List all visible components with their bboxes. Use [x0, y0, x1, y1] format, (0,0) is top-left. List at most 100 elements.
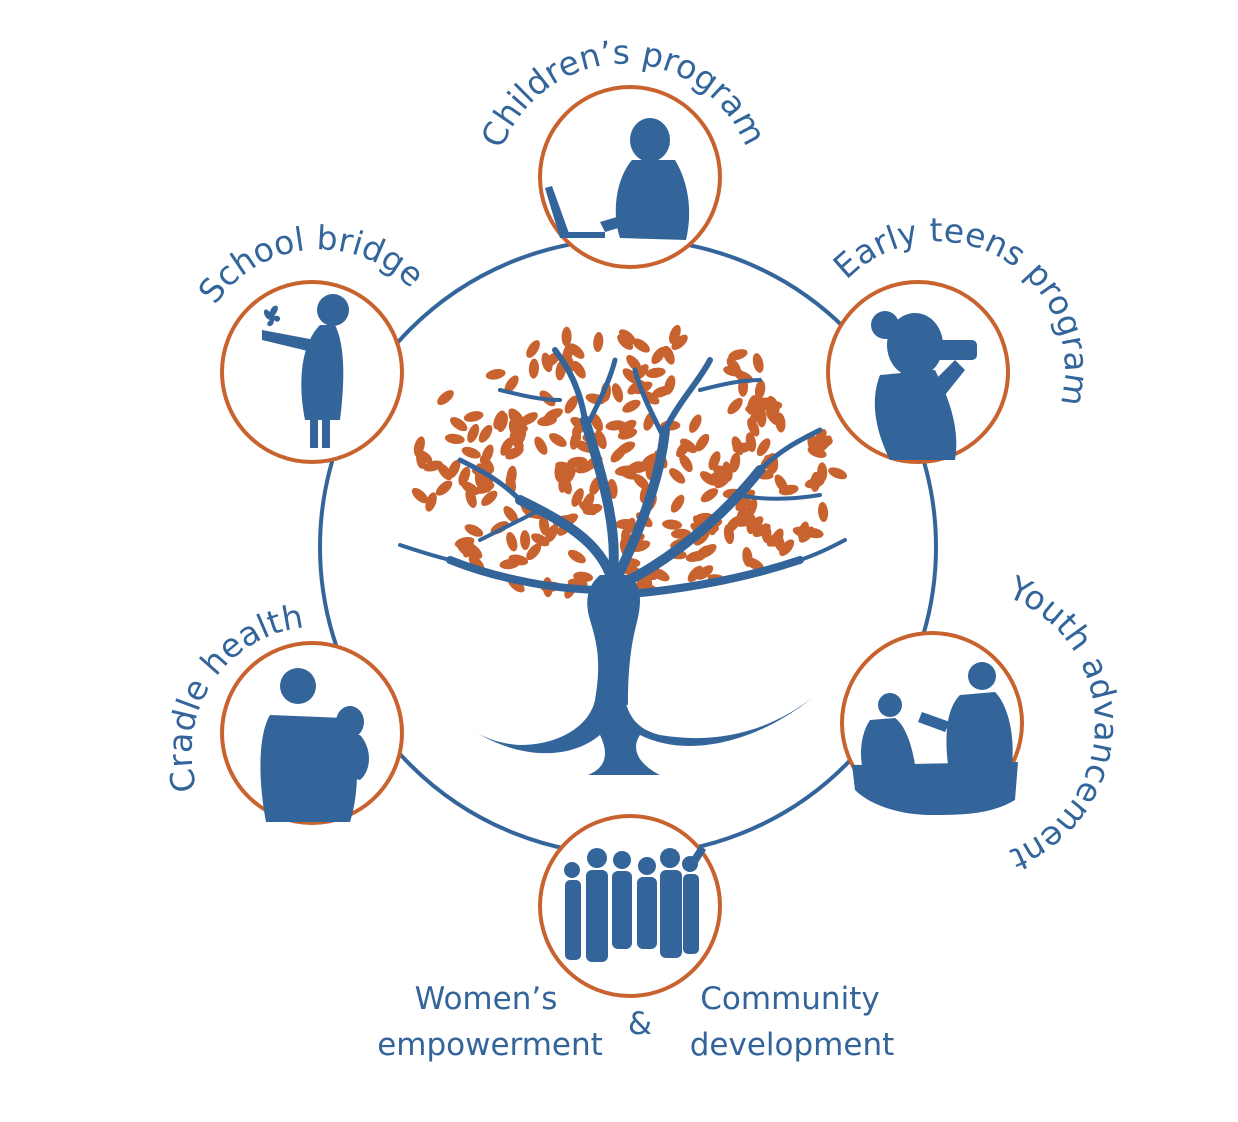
leaf: [437, 390, 454, 406]
leaf: [506, 532, 518, 552]
leaf: [708, 451, 721, 471]
leaf: [685, 550, 706, 562]
cradle-health-node: [220, 641, 404, 825]
leaf: [729, 452, 741, 473]
leaf: [528, 358, 539, 379]
leaf: [669, 468, 686, 484]
leaf: [728, 349, 748, 361]
leaf: [626, 355, 642, 372]
leaf: [545, 524, 559, 543]
womens-label-line2: empowerment: [377, 1027, 603, 1063]
leaf: [537, 415, 557, 427]
leaf: [450, 417, 468, 432]
leaf: [727, 397, 743, 415]
ampersand-label: &: [628, 1006, 652, 1042]
leaf: [670, 494, 685, 513]
early-teens-program-node: [826, 280, 1010, 464]
leaf: [563, 464, 576, 484]
leaf: [767, 395, 780, 415]
leaf: [752, 353, 764, 373]
leaf: [411, 487, 429, 504]
leaf: [807, 433, 819, 454]
leaf: [594, 430, 607, 450]
leaf: [493, 410, 506, 430]
leaf: [745, 557, 764, 571]
childrens-program-node: [538, 85, 722, 269]
leaf: [662, 519, 683, 530]
leaf: [669, 324, 681, 344]
leaf: [828, 467, 848, 480]
leaf: [747, 417, 760, 437]
leaf: [651, 346, 666, 365]
leaf: [503, 506, 519, 523]
leaf: [725, 516, 741, 533]
leaf: [564, 395, 579, 414]
leaf: [671, 334, 688, 350]
leaf: [478, 424, 493, 443]
leaf: [572, 360, 586, 379]
leaf: [816, 435, 832, 452]
leaf: [461, 446, 481, 459]
leaf: [526, 543, 542, 561]
leaf: [425, 492, 437, 512]
leaf: [633, 473, 650, 490]
leaf: [567, 456, 588, 468]
leaf: [541, 352, 553, 373]
leaf: [754, 379, 766, 400]
leaf: [714, 473, 732, 489]
leaf: [464, 524, 484, 537]
leaf: [435, 480, 453, 496]
leaf: [695, 433, 710, 452]
leaf: [696, 565, 714, 580]
leaf: [513, 428, 527, 448]
leaf: [689, 414, 702, 433]
community-label-line1: Community: [700, 981, 879, 1017]
leaf: [444, 433, 465, 445]
leaf: [778, 484, 799, 496]
leaf: [726, 357, 741, 375]
leaf: [615, 518, 636, 530]
leaf: [520, 530, 531, 551]
leaf: [779, 539, 795, 557]
leaf: [662, 345, 675, 365]
leaf: [481, 490, 498, 506]
leaf: [567, 549, 586, 564]
leaf: [485, 369, 506, 380]
community-development-node: [538, 814, 722, 998]
leaf: [624, 461, 643, 475]
youth-advancement-node: [840, 631, 1024, 815]
leaf: [671, 528, 691, 539]
child-with-laptop-icon: [545, 118, 690, 240]
leaf: [803, 527, 824, 539]
leaf: [519, 412, 538, 426]
leaf: [475, 481, 495, 494]
group-of-people-icon: [564, 845, 706, 962]
mentor-and-student-icon: [852, 662, 1018, 815]
leaf: [746, 514, 757, 535]
leaf: [593, 332, 604, 352]
leaf: [573, 571, 594, 582]
child-with-butterfly-icon: [262, 294, 349, 448]
leaf: [622, 399, 641, 413]
leaf: [679, 454, 693, 473]
womens-label-line1: Women’s: [415, 981, 558, 1017]
leaf: [458, 466, 471, 486]
tree-of-life-icon: [398, 324, 848, 775]
leaf: [687, 565, 703, 583]
leaf: [506, 465, 517, 486]
leaf: [680, 438, 697, 454]
leaf: [416, 448, 427, 469]
leaf: [745, 498, 758, 518]
leaf: [561, 326, 572, 347]
leaf: [504, 375, 519, 393]
leaf: [632, 338, 650, 353]
leaf: [505, 446, 524, 460]
leaf: [775, 412, 786, 433]
leaf: [618, 419, 637, 434]
leaf: [617, 334, 634, 350]
leaf: [539, 515, 550, 536]
leaf: [731, 436, 744, 456]
community-label-line2: development: [690, 1027, 895, 1063]
leaf: [761, 523, 772, 544]
